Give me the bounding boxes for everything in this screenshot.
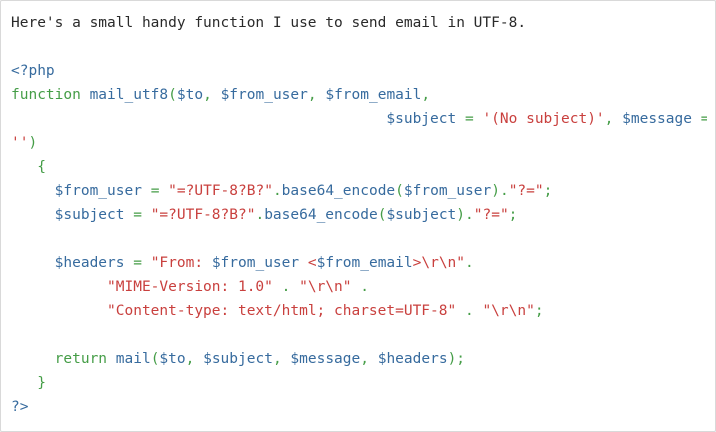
code-line	[11, 227, 707, 251]
code-line: {	[11, 159, 46, 175]
code-line: $from_user = "=?UTF-8?B?".base64_encode(…	[54, 183, 553, 199]
code-line: <?php	[11, 63, 55, 79]
code-line: }	[11, 375, 46, 391]
code-line: '')	[11, 135, 38, 151]
code-line: return mail($to, $subject, $message, $he…	[54, 351, 466, 367]
php-code-block: <?php function mail_utf8($to, $from_user,…	[11, 59, 707, 419]
code-line: $subject = '(No subject)', $message =	[386, 111, 707, 127]
intro-text: Here's a small handy function I use to s…	[11, 15, 527, 31]
code-line: ?>	[11, 399, 29, 415]
code-line: "MIME-Version: 1.0" . "\r\n" .	[107, 279, 369, 295]
code-line: $subject = "=?UTF-8?B?".base64_encode($s…	[54, 207, 518, 223]
code-line	[11, 323, 707, 347]
code-line: function mail_utf8($to, $from_user, $fro…	[11, 87, 431, 103]
code-line: $headers = "From: $from_user <$from_emai…	[54, 255, 474, 271]
code-line: "Content-type: text/html; charset=UTF-8"…	[107, 303, 544, 319]
